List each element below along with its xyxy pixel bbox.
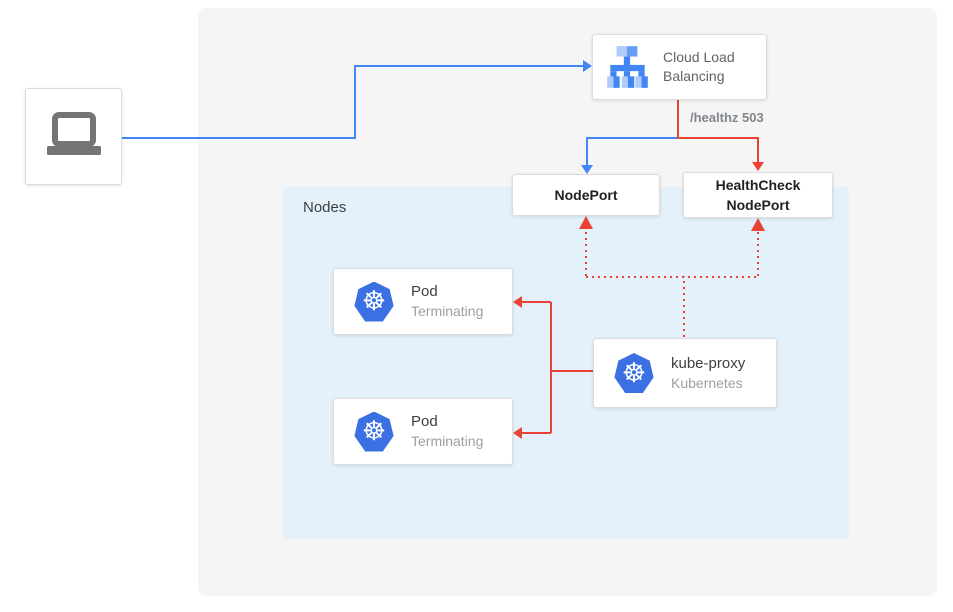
cloud-load-balancing-icon xyxy=(607,46,648,88)
healthz-status-label: /healthz 503 xyxy=(690,110,764,125)
pod-title: Pod xyxy=(411,413,438,431)
pod-status: Terminating xyxy=(411,303,484,320)
nodes-group-label: Nodes xyxy=(303,199,347,216)
cloud-load-balancing-card: Cloud Load Balancing xyxy=(592,34,767,100)
kubernetes-icon: ☸ xyxy=(614,353,654,393)
healthcheck-nodeport-card: HealthCheck NodePort xyxy=(683,172,833,218)
healthcheck-nodeport-label: HealthCheck NodePort xyxy=(715,176,801,213)
nodeport-card: NodePort xyxy=(512,174,660,216)
pod-card: ☸ Pod Terminating xyxy=(333,268,513,335)
kube-proxy-card: ☸ kube-proxy Kubernetes xyxy=(593,338,777,408)
nodeport-label: NodePort xyxy=(554,186,618,203)
kube-proxy-title: kube-proxy xyxy=(671,354,746,372)
laptop-icon xyxy=(46,111,101,155)
pod-title: Pod xyxy=(411,283,438,301)
pod-card: ☸ Pod Terminating xyxy=(333,398,513,465)
kubernetes-icon: ☸ xyxy=(354,411,394,452)
kube-proxy-subtitle: Kubernetes xyxy=(671,374,743,391)
client-card xyxy=(25,88,122,185)
kubernetes-icon: ☸ xyxy=(354,281,394,322)
cloud-load-balancing-label: Cloud Load Balancing xyxy=(663,49,735,84)
pod-status: Terminating xyxy=(411,433,484,450)
